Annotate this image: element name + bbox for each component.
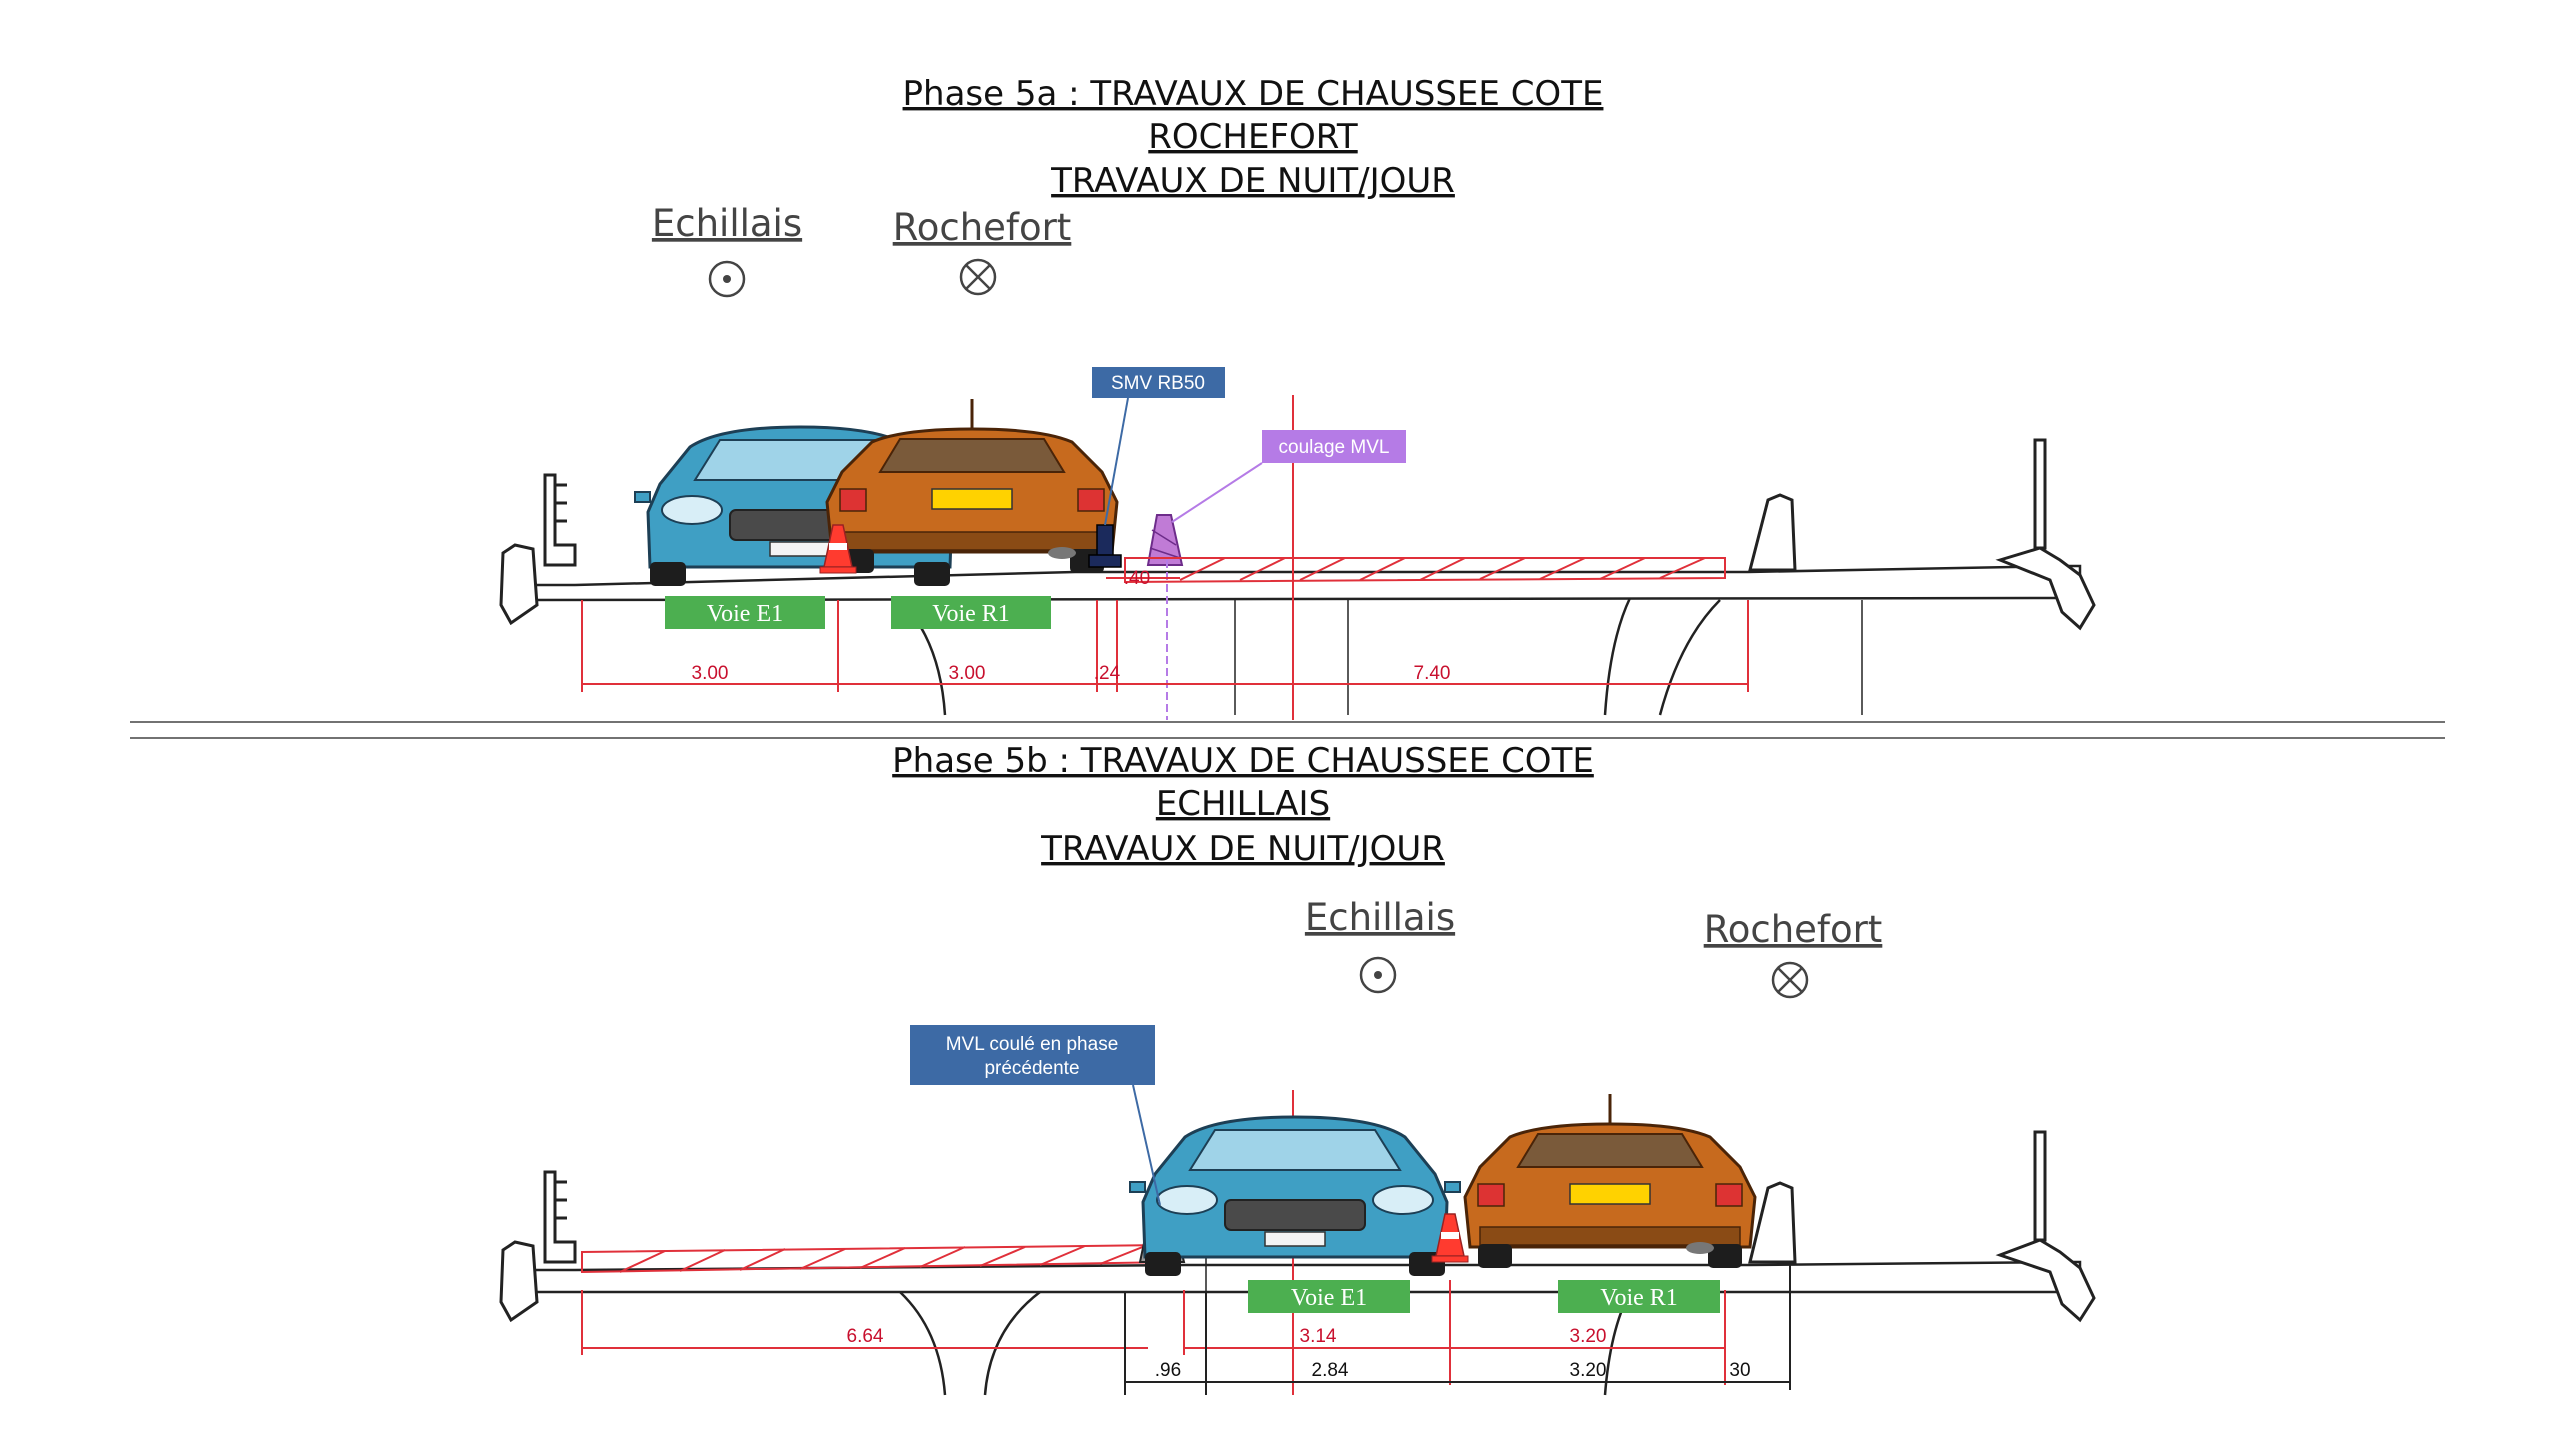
lane-e-label: Voie E1 bbox=[1291, 1285, 1367, 1311]
phase-a-right-barrier bbox=[1748, 438, 2096, 631]
lane-e-label: Voie E1 bbox=[707, 601, 783, 627]
phase-b-left-barrier bbox=[499, 1170, 577, 1322]
phase-a-place-echillais: Echillais bbox=[652, 202, 802, 245]
phase-b-works-zone bbox=[581, 1243, 1171, 1274]
phase-b-place-echillais: Echillais bbox=[1305, 896, 1455, 939]
phase-a-works-zone bbox=[1124, 557, 1726, 584]
phase-a-smv-barrier bbox=[1088, 524, 1122, 568]
phase-b-dim-red-3: 3.20 bbox=[1570, 1326, 1607, 1347]
phase-b-orange-car bbox=[1463, 1092, 1757, 1270]
phase-b-callout-mvl: MVL coulé en phase précédente bbox=[910, 1025, 1161, 1206]
callout-mvl-text: coulage MVL bbox=[1279, 437, 1390, 458]
phase-b-title-2: ECHILLAIS bbox=[1156, 784, 1330, 824]
phase-b-title-1: Phase 5b : TRAVAUX DE CHAUSSEE COTE bbox=[892, 741, 1594, 781]
phase-b-place-rochefort: Rochefort bbox=[1704, 908, 1883, 951]
phase-b-dim-red-2: 3.14 bbox=[1300, 1326, 1337, 1347]
direction-away-icon bbox=[1771, 961, 1809, 999]
phase-b-lane-r: Voie R1 bbox=[1558, 1280, 1720, 1313]
phase-a-dim-3: .24 bbox=[1094, 663, 1121, 684]
phase-a-callout-smv: SMV RB50 bbox=[1092, 367, 1225, 526]
phase-a-dim-4: 7.40 bbox=[1414, 663, 1451, 684]
phase-b: Phase 5b : TRAVAUX DE CHAUSSEE COTE ECHI… bbox=[499, 741, 2096, 1396]
phase-a: Phase 5a : TRAVAUX DE CHAUSSEE COTE ROCH… bbox=[499, 74, 2096, 720]
phase-a-title-1: Phase 5a : TRAVAUX DE CHAUSSEE COTE bbox=[903, 74, 1604, 114]
phase-b-dimensions-red bbox=[581, 1280, 1726, 1385]
callout-mvl-text-1: MVL coulé en phase bbox=[946, 1034, 1119, 1055]
phase-b-lane-e: Voie E1 bbox=[1248, 1280, 1410, 1313]
phase-a-bridge-deck bbox=[518, 564, 2082, 716]
phase-b-dim-black-2: 2.84 bbox=[1312, 1360, 1349, 1381]
phase-a-mvl-pour bbox=[1146, 514, 1184, 566]
phase-a-place-rochefort: Rochefort bbox=[893, 206, 1072, 249]
phase-a-title-3: TRAVAUX DE NUIT/JOUR bbox=[1050, 161, 1455, 201]
phase-b-dim-red-1: 6.64 bbox=[847, 1326, 884, 1347]
phase-a-title-2: ROCHEFORT bbox=[1148, 117, 1358, 157]
phase-a-dim-1: 3.00 bbox=[692, 663, 729, 684]
phase-a-dim-2: 3.00 bbox=[949, 663, 986, 684]
callout-mvl-text-2: précédente bbox=[984, 1058, 1079, 1079]
phase-b-dim-black-4: 30 bbox=[1729, 1360, 1750, 1381]
phase-a-dim-small: .40 bbox=[1124, 568, 1150, 589]
phase-b-dim-black-1: .96 bbox=[1155, 1360, 1181, 1381]
callout-smv-text: SMV RB50 bbox=[1111, 373, 1205, 394]
phase-a-orange-car bbox=[825, 397, 1119, 575]
lane-r-label: Voie R1 bbox=[1600, 1285, 1678, 1311]
phase-b-blue-car bbox=[1128, 1115, 1462, 1278]
phase-a-lane-e: Voie E1 bbox=[665, 596, 825, 629]
phase-b-dimensions-black bbox=[1124, 1262, 1791, 1395]
phase-a-callout-mvl: coulage MVL bbox=[1171, 430, 1406, 523]
phase-a-lane-r: Voie R1 bbox=[891, 596, 1051, 629]
phase-a-dimensions bbox=[581, 577, 1749, 692]
direction-away-icon bbox=[959, 258, 997, 296]
phase-b-title-3: TRAVAUX DE NUIT/JOUR bbox=[1040, 829, 1445, 869]
phase-b-dim-black-3: 3.20 bbox=[1570, 1360, 1607, 1381]
lane-r-label: Voie R1 bbox=[932, 601, 1010, 627]
phase-b-right-barrier bbox=[1748, 1130, 2096, 1323]
direction-toward-icon bbox=[708, 260, 746, 298]
direction-toward-icon bbox=[1359, 956, 1397, 994]
